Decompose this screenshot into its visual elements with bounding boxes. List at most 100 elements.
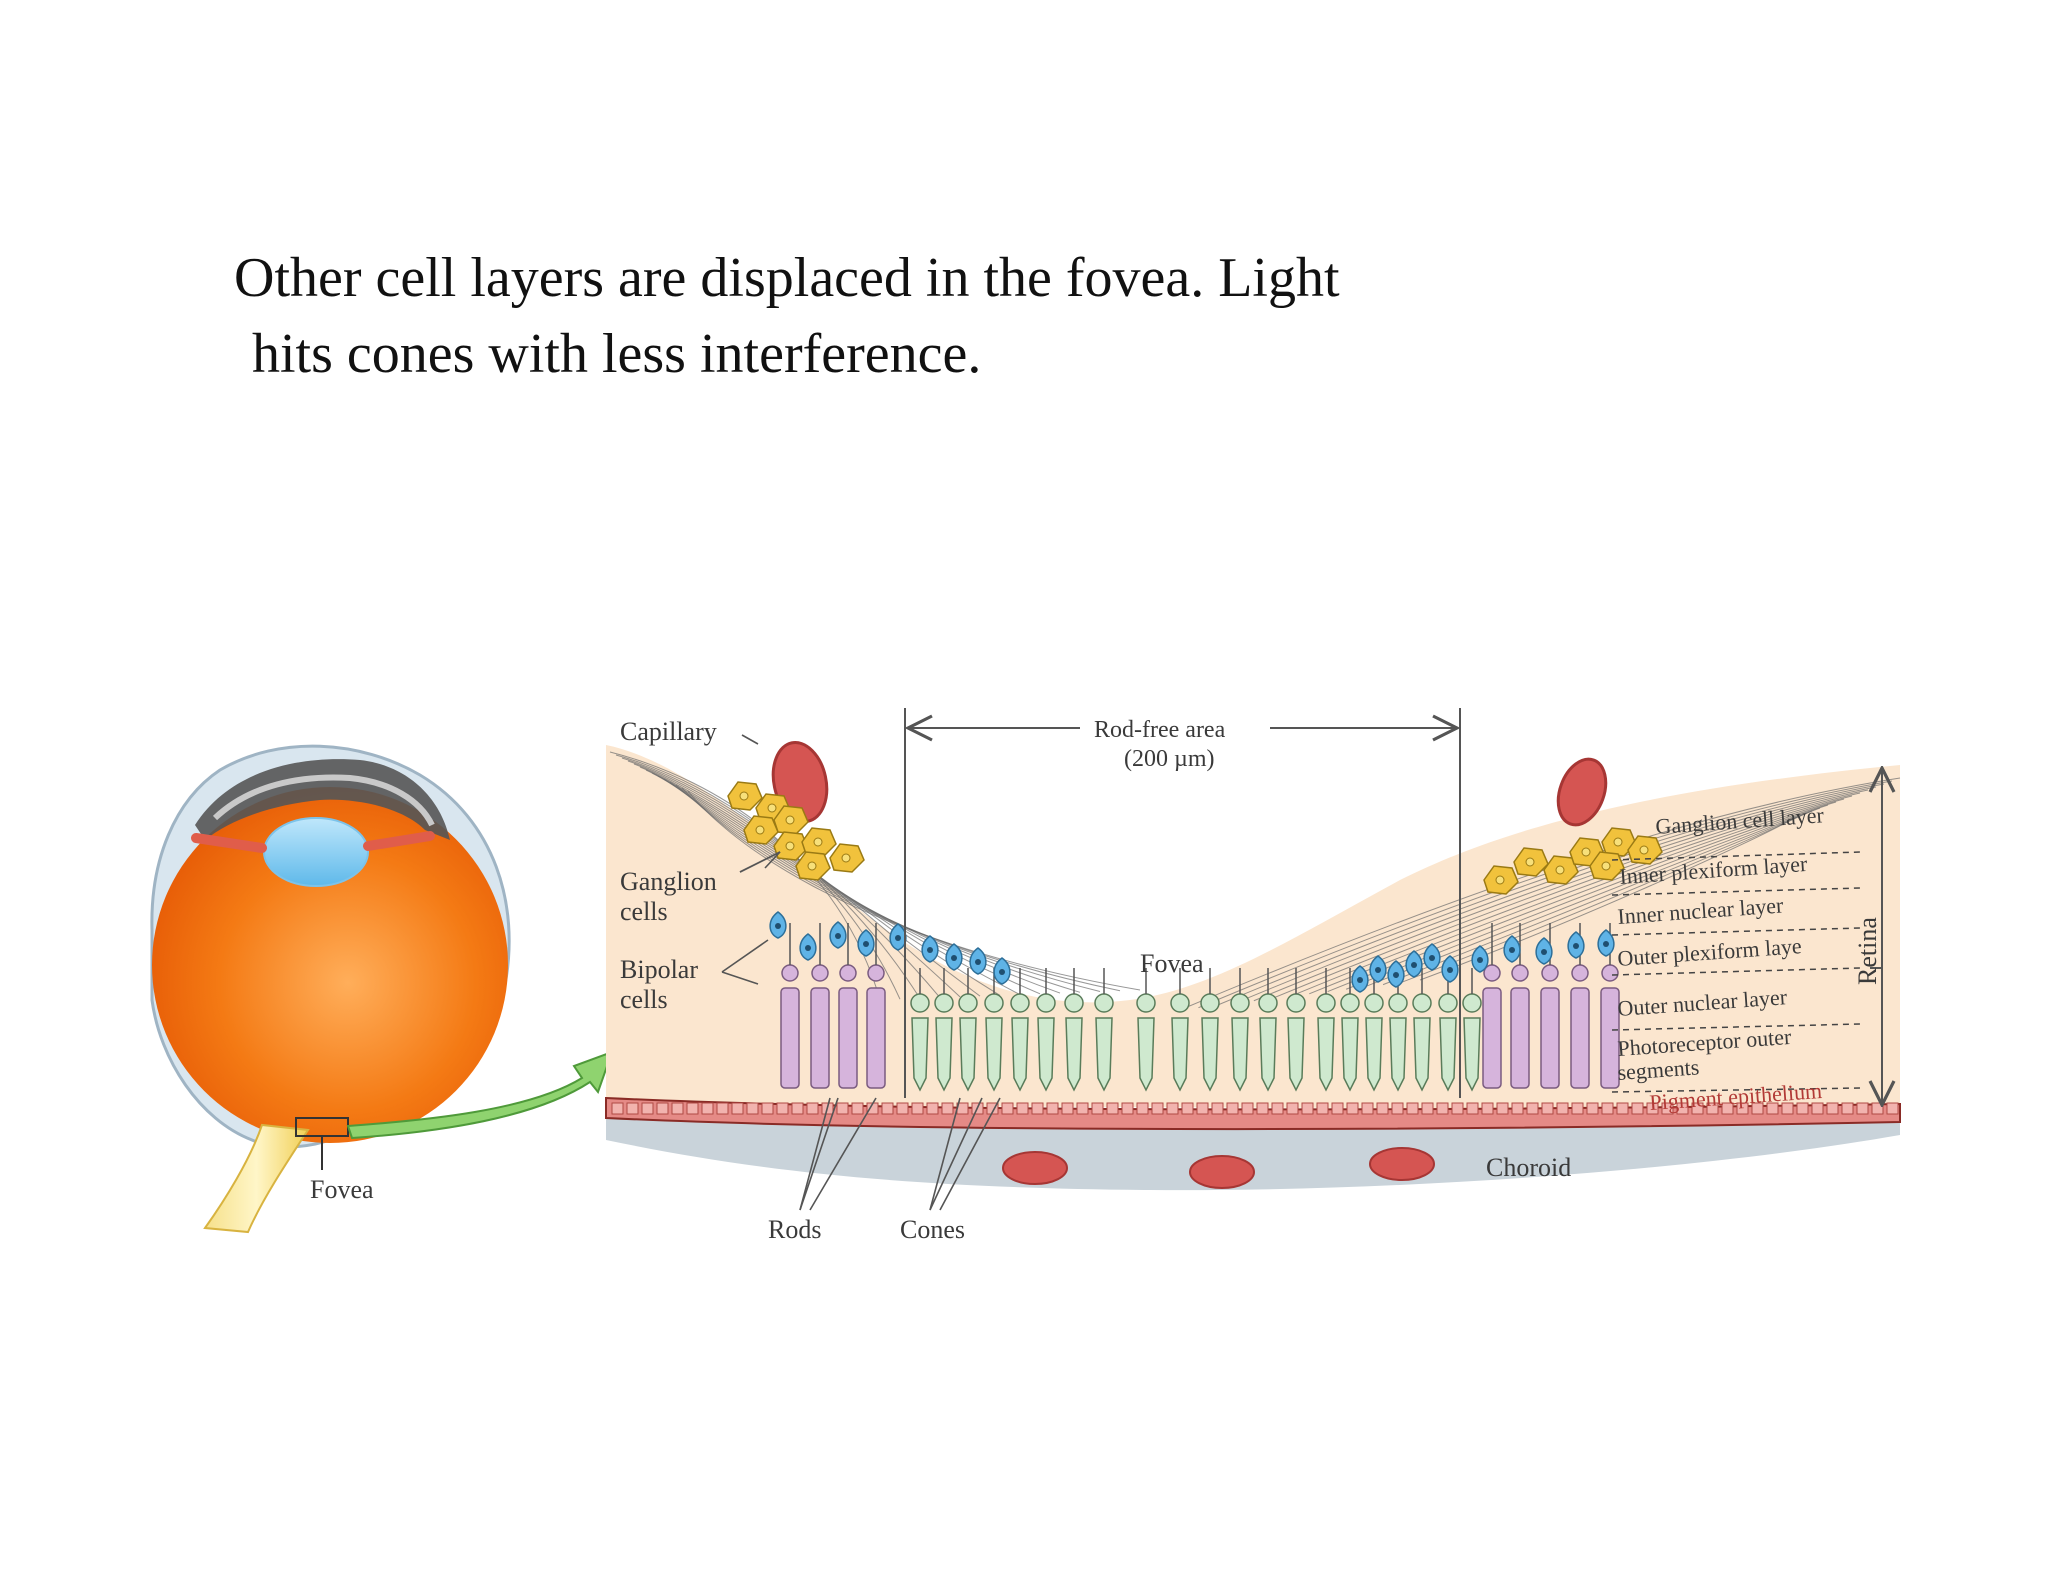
pigment-cell [1736, 1102, 1749, 1115]
cone-nucleus [1438, 993, 1458, 1013]
bipolar-nucleus [1541, 949, 1547, 955]
cone-cell [1365, 1017, 1383, 1092]
pigment-cell [1361, 1102, 1374, 1115]
pigment-cell [1376, 1102, 1389, 1115]
pigment-cell [1316, 1102, 1329, 1115]
pigment-cell [851, 1102, 864, 1115]
eyeball-illustration: Fovea [150, 744, 511, 1234]
bipolar-cells-label-2: cells [620, 985, 668, 1014]
cone-nucleus [1364, 993, 1384, 1013]
cone-cell [1011, 1017, 1029, 1092]
cone-nucleus [934, 993, 954, 1013]
optic-nerve [203, 1123, 310, 1234]
ganglion-nucleus [841, 853, 851, 863]
pigment-cell [1826, 1102, 1839, 1115]
bipolar-nucleus [927, 947, 933, 953]
bipolar-nucleus [999, 969, 1005, 975]
pigment-cell [1016, 1102, 1029, 1115]
bipolar-nucleus [895, 935, 901, 941]
pigment-cell [1571, 1102, 1584, 1115]
pigment-cell [1781, 1102, 1794, 1115]
pigment-cell [1346, 1102, 1359, 1115]
bipolar-nucleus [863, 941, 869, 947]
pigment-cell [836, 1102, 849, 1115]
ganglion-cells [727, 781, 1663, 895]
bipolar-nucleus [1573, 943, 1579, 949]
cones-label: Cones [900, 1215, 965, 1244]
ganglion-nucleus [813, 837, 823, 847]
pigment-cell [716, 1102, 729, 1115]
choroid-capillary [1002, 1151, 1068, 1185]
rod-cell [810, 987, 830, 1089]
pigment-cell [1451, 1102, 1464, 1115]
cone-nucleus [1462, 993, 1482, 1013]
pigment-cell [1421, 1102, 1434, 1115]
layer-dividers [1611, 851, 1861, 1093]
cornea [195, 759, 450, 840]
cone-cell [1201, 1017, 1219, 1092]
ganglion-nucleus [1495, 875, 1505, 885]
ganglion-nucleus [767, 803, 777, 813]
nerve-fiber [1327, 801, 1837, 993]
pigment-cell [626, 1102, 639, 1115]
bipolar-nucleus [1357, 977, 1363, 983]
pigment-cell [1121, 1102, 1134, 1115]
cone-nucleus [1136, 993, 1156, 1013]
bipolar-nucleus [1603, 941, 1609, 947]
cone-nucleus [1230, 993, 1250, 1013]
cone-nucleus [1094, 993, 1114, 1013]
rod-cell [780, 987, 800, 1089]
bipolar-nucleus [1429, 955, 1435, 961]
leader-lines [721, 734, 1001, 1211]
bipolar-nucleus [1447, 967, 1453, 973]
cone-cell [1341, 1017, 1359, 1092]
ganglion-cells-label-2: cells [620, 897, 668, 926]
pigment-cell [1226, 1102, 1239, 1115]
ganglion-nucleus [739, 791, 749, 801]
cone-cell [1231, 1017, 1249, 1092]
pigment-cell [1466, 1102, 1479, 1115]
rod-cell [1482, 987, 1502, 1089]
cone-cell [1439, 1017, 1457, 1092]
pigment-cell [1691, 1102, 1704, 1115]
pigment-cell [806, 1102, 819, 1115]
bipolar-nucleus [1509, 947, 1515, 953]
iris-left [191, 833, 267, 853]
pigment-cell [1616, 1102, 1629, 1115]
bipolar-cells-label-1: Bipolar [620, 955, 698, 984]
pigment-cell [1286, 1102, 1299, 1115]
cone-cell [1137, 1017, 1155, 1092]
pigment-cell [1841, 1102, 1854, 1115]
pigment-cell [641, 1102, 654, 1115]
cone-cell [959, 1017, 977, 1092]
bipolar-nucleus [1411, 962, 1417, 968]
pigment-cell [1271, 1102, 1284, 1115]
cone-cell [1287, 1017, 1305, 1092]
rod-cell [1510, 987, 1530, 1089]
ganglion-nucleus [1525, 857, 1535, 867]
cone-nucleus [984, 993, 1004, 1013]
pigment-cell [1646, 1102, 1659, 1115]
cone-cell [935, 1017, 953, 1092]
bipolar-cells [769, 911, 1615, 993]
pigment-cell [1196, 1102, 1209, 1115]
cone-nucleus [1258, 993, 1278, 1013]
cone-nucleus [1170, 993, 1190, 1013]
caption-line-2: hits cones with less interference. [252, 323, 982, 385]
rod-nucleus [1511, 964, 1529, 982]
cone-cell [1259, 1017, 1277, 1092]
pigment-cell [1031, 1102, 1044, 1115]
rod-nucleus [839, 964, 857, 982]
choroid-capillary [1369, 1147, 1435, 1181]
pigment-cell [1436, 1102, 1449, 1115]
caption-line-1: Other cell layers are displaced in the f… [234, 247, 1340, 309]
pigment-cell [1706, 1102, 1719, 1115]
choroid-label: Choroid [1486, 1153, 1571, 1182]
pigment-cell [986, 1102, 999, 1115]
pigment-cell [1676, 1102, 1689, 1115]
pigment-cell [1556, 1102, 1569, 1115]
pigment-cell [941, 1102, 954, 1115]
pigment-cell [896, 1102, 909, 1115]
pigment-cell [1151, 1102, 1164, 1115]
nerve-fiber [1364, 807, 1821, 988]
